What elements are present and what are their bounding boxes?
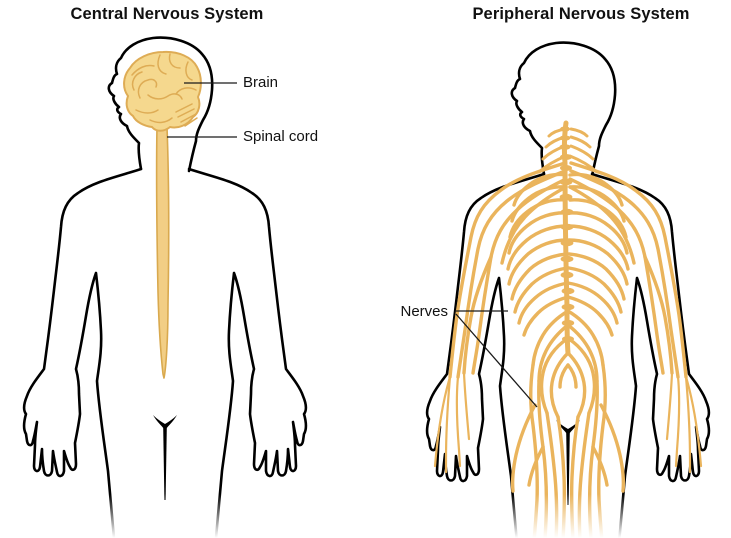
nerves-label: Nerves (400, 303, 448, 320)
spinal-cord-illustration (155, 125, 170, 379)
cns-title: Central Nervous System (70, 5, 264, 23)
brain-illustration (123, 50, 202, 132)
bottom-fade (0, 494, 731, 538)
brain-label: Brain (243, 74, 279, 91)
nerves-leader-lines (455, 310, 538, 408)
pns-figure (427, 43, 709, 538)
spinal-cord-label: Spinal cord (243, 128, 319, 145)
pns-title: Peripheral Nervous System (472, 5, 690, 23)
cns-figure (24, 38, 306, 538)
